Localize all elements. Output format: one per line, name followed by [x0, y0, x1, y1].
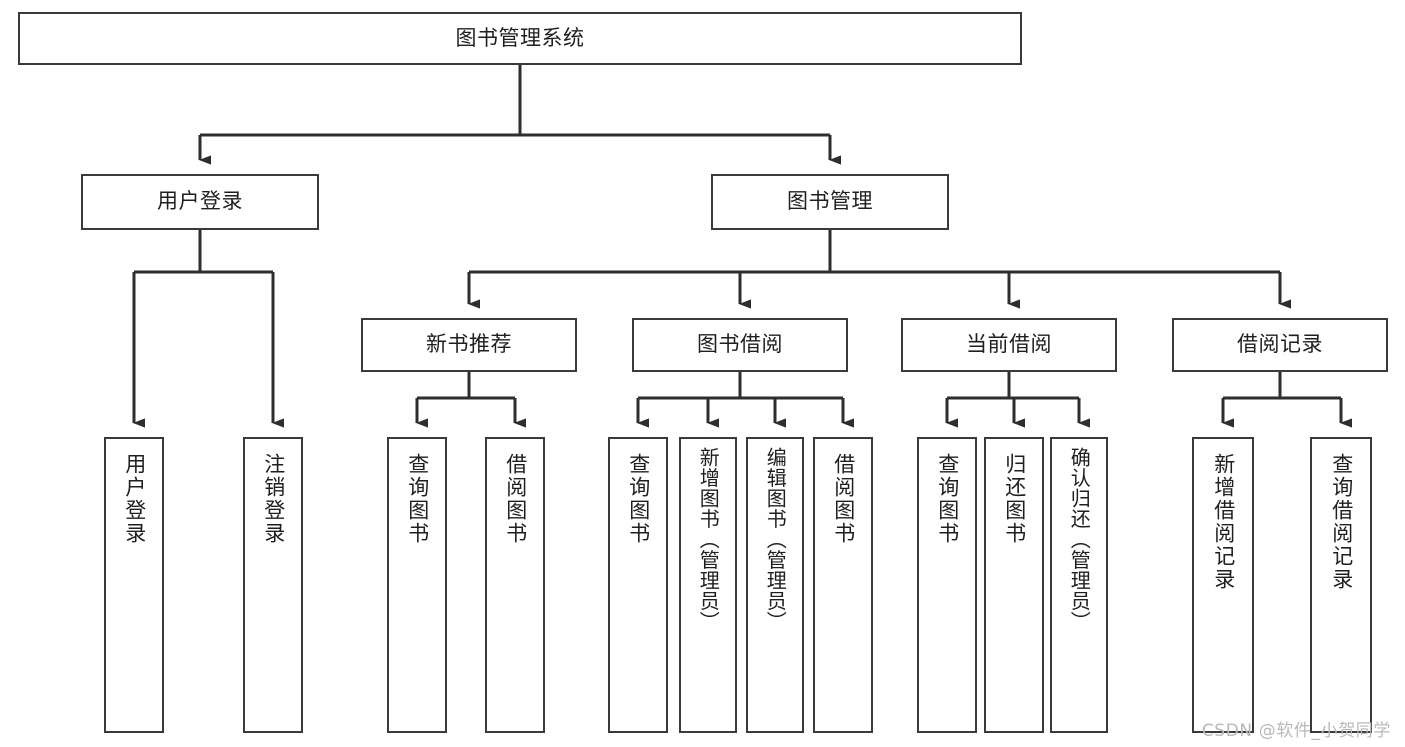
watermark: CSDN @软件_小贺同学 [1201, 721, 1391, 741]
node-leaf-query-book-recommend-label: 查询图书 [405, 453, 430, 545]
node-leaf-add-borrow-record-label: 新增借阅记录 [1211, 453, 1236, 591]
node-leaf-query-book-borrow-label: 查询图书 [626, 453, 651, 545]
node-leaf-edit-book-label: 编辑图书（管理员） [763, 447, 788, 632]
node-leaf-user-login[interactable]: 用户登录 [104, 437, 164, 733]
node-root[interactable]: 图书管理系统 [18, 12, 1022, 65]
node-borrow-record[interactable]: 借阅记录 [1172, 318, 1388, 372]
node-leaf-borrow-book-recommend-label: 借阅图书 [503, 453, 528, 545]
node-leaf-borrow-book[interactable]: 借阅图书 [813, 437, 873, 733]
node-leaf-query-book-borrow[interactable]: 查询图书 [608, 437, 668, 733]
node-root-label: 图书管理系统 [455, 25, 585, 50]
node-leaf-query-book-current-label: 查询图书 [935, 453, 960, 545]
node-leaf-edit-book[interactable]: 编辑图书（管理员） [746, 437, 804, 733]
node-leaf-user-login-label: 用户登录 [122, 453, 147, 545]
node-user-login[interactable]: 用户登录 [81, 174, 319, 230]
node-leaf-query-book-recommend[interactable]: 查询图书 [387, 437, 447, 733]
node-leaf-return-book-label: 归还图书 [1002, 453, 1027, 545]
node-leaf-add-borrow-record[interactable]: 新增借阅记录 [1192, 437, 1254, 733]
node-leaf-query-borrow-record[interactable]: 查询借阅记录 [1310, 437, 1372, 733]
node-leaf-confirm-return-label: 确认归还（管理员） [1067, 447, 1092, 632]
node-current-borrow-label: 当前借阅 [966, 332, 1052, 357]
node-new-book-recommend[interactable]: 新书推荐 [361, 318, 577, 372]
node-new-book-recommend-label: 新书推荐 [426, 332, 512, 357]
node-leaf-borrow-book-recommend[interactable]: 借阅图书 [485, 437, 545, 733]
node-borrow-record-label: 借阅记录 [1237, 332, 1323, 357]
node-leaf-add-book-label: 新增图书（管理员） [696, 447, 721, 632]
node-current-borrow[interactable]: 当前借阅 [901, 318, 1117, 372]
node-leaf-user-logout-label: 注销登录 [261, 453, 286, 545]
node-book-borrow-label: 图书借阅 [697, 332, 783, 357]
node-leaf-borrow-book-label: 借阅图书 [831, 453, 856, 545]
node-leaf-add-book[interactable]: 新增图书（管理员） [679, 437, 737, 733]
node-leaf-query-borrow-record-label: 查询借阅记录 [1329, 453, 1354, 591]
node-book-borrow[interactable]: 图书借阅 [632, 318, 848, 372]
node-leaf-return-book[interactable]: 归还图书 [984, 437, 1044, 733]
node-leaf-confirm-return[interactable]: 确认归还（管理员） [1050, 437, 1108, 733]
node-leaf-query-book-current[interactable]: 查询图书 [917, 437, 977, 733]
node-book-manage[interactable]: 图书管理 [711, 174, 949, 230]
node-user-login-label: 用户登录 [157, 189, 243, 214]
node-leaf-user-logout[interactable]: 注销登录 [243, 437, 303, 733]
node-book-manage-label: 图书管理 [787, 189, 873, 214]
